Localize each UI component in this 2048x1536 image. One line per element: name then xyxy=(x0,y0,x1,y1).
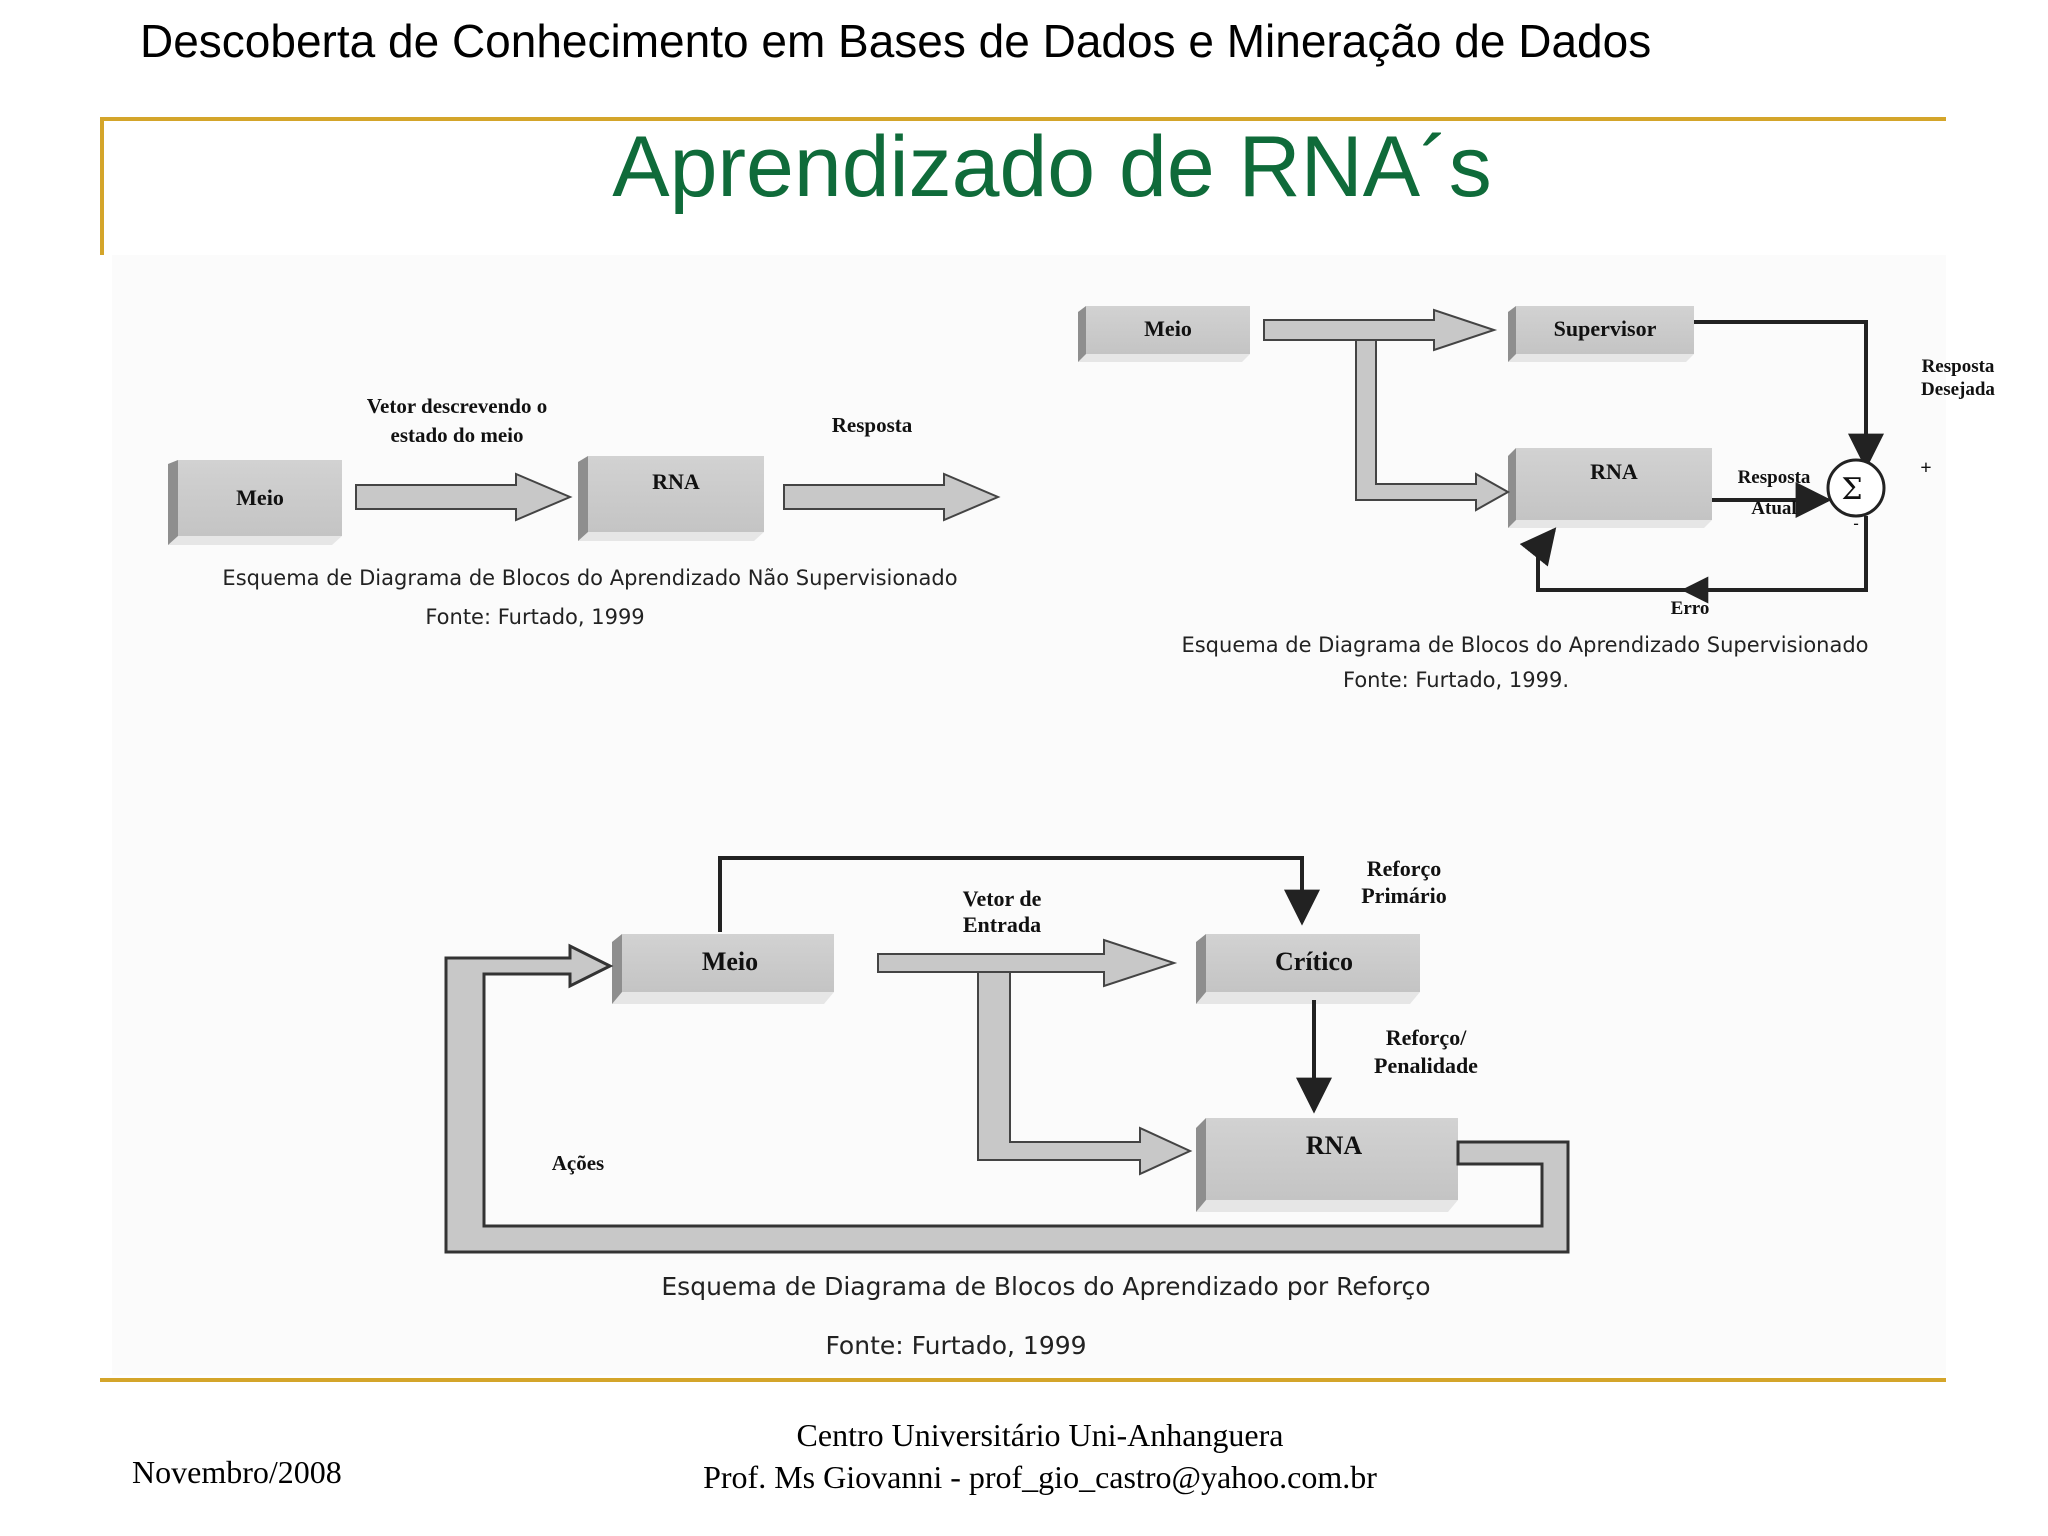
rf-meio-label: Meio xyxy=(702,947,758,976)
slide-title: Aprendizado de RNA´s xyxy=(612,119,1492,215)
rf-critico-block: Crítico xyxy=(1196,934,1420,1004)
rf-meio-block: Meio xyxy=(612,934,834,1004)
rf-arrow-input-rna xyxy=(977,971,1193,1176)
sup-supervisor-block: Supervisor xyxy=(1508,306,1694,362)
rf-vetor-label-2: Entrada xyxy=(963,912,1041,937)
bottom-divider xyxy=(100,1378,1946,1382)
left-divider xyxy=(100,117,104,255)
sup-supervisor-label: Supervisor xyxy=(1554,316,1657,341)
diagram-area xyxy=(112,255,1946,1375)
footer-professor: Prof. Ms Giovanni - prof_gio_castro@yaho… xyxy=(703,1459,1377,1495)
unsup-caption: Esquema de Diagrama de Blocos do Aprendi… xyxy=(222,566,957,590)
unsup-rna-block: RNA xyxy=(578,456,764,541)
unsup-vetor-label-2: estado do meio xyxy=(391,423,524,447)
unsup-source: Fonte: Furtado, 1999 xyxy=(425,605,644,629)
supervised-diagram: Meio Supervisor RNA Σ Resposta Desejada … xyxy=(1078,306,1995,692)
rf-critico-label: Crítico xyxy=(1275,947,1353,976)
rf-primario-label-2: Primário xyxy=(1361,883,1447,908)
sup-arrow-meio-supervisor xyxy=(1263,308,1498,352)
unsup-vetor-label-1: Vetor descrevendo o xyxy=(367,394,547,418)
rf-arrow-actions-loop xyxy=(444,943,1570,1254)
rf-arrow-meio-critico xyxy=(877,938,1178,988)
sup-actual-label-1: Resposta xyxy=(1738,467,1811,488)
sup-rna-block: RNA xyxy=(1508,448,1712,528)
unsup-resposta-label: Resposta xyxy=(832,413,913,437)
rf-rna-block: RNA xyxy=(1196,1118,1458,1212)
sup-erro-label: Erro xyxy=(1671,598,1710,619)
unsup-meio-label: Meio xyxy=(236,485,284,510)
rf-rna-label: RNA xyxy=(1306,1131,1363,1160)
sup-summing-node xyxy=(1826,458,1886,518)
rf-vetor-label-1: Vetor de xyxy=(963,886,1042,911)
sup-rna-label: RNA xyxy=(1590,459,1638,484)
rf-primario-label-1: Reforço xyxy=(1367,856,1442,881)
rf-penalidade-label-2: Penalidade xyxy=(1374,1053,1478,1078)
sup-source: Fonte: Furtado, 1999. xyxy=(1343,668,1569,692)
sup-caption: Esquema de Diagrama de Blocos do Aprendi… xyxy=(1181,633,1868,657)
sup-error-arrowhead xyxy=(1519,527,1557,567)
footer-institution: Centro Universitário Uni-Anhanguera xyxy=(796,1417,1284,1453)
footer-credits: Centro Universitário Uni-Anhanguera Prof… xyxy=(560,1414,1520,1498)
unsupervised-diagram: Meio RNA Vetor descrevendo o estado do m… xyxy=(168,394,1001,629)
rf-penalidade-label-1: Reforço/ xyxy=(1386,1025,1468,1050)
header-title: Descoberta de Conhecimento em Bases de D… xyxy=(140,15,1652,67)
unsup-rna-label: RNA xyxy=(652,469,700,494)
sup-meio-label: Meio xyxy=(1144,316,1192,341)
rf-source: Fonte: Furtado, 1999 xyxy=(825,1331,1086,1360)
rf-caption: Esquema de Diagrama de Blocos do Aprendi… xyxy=(661,1272,1430,1301)
sup-arrow-meio-rna xyxy=(1355,339,1511,512)
sup-desired-label-2: Desejada xyxy=(1921,379,1995,400)
sup-meio-block: Meio xyxy=(1078,306,1250,362)
sup-line-desired-response xyxy=(1694,320,1884,470)
reinforcement-diagram: Meio Crítico RNA Vetor de Entrada Reforç… xyxy=(444,856,1570,1360)
sup-desired-label-1: Resposta xyxy=(1922,356,1995,377)
top-divider xyxy=(100,117,1946,121)
sup-sigma-symbol: Σ xyxy=(1841,472,1862,507)
rf-line-primary-reinforcement xyxy=(718,856,1320,932)
unsup-meio-block: Meio xyxy=(168,460,342,545)
unsup-arrow-output xyxy=(783,472,1001,522)
sup-actual-label-2: Atual xyxy=(1751,498,1796,519)
sup-minus-sign: - xyxy=(1853,515,1858,532)
rf-acoes-label: Ações xyxy=(552,1151,604,1175)
sup-plus-sign: + xyxy=(1920,457,1931,479)
footer-date: Novembro/2008 xyxy=(132,1454,342,1490)
unsup-arrow-input xyxy=(355,472,573,522)
